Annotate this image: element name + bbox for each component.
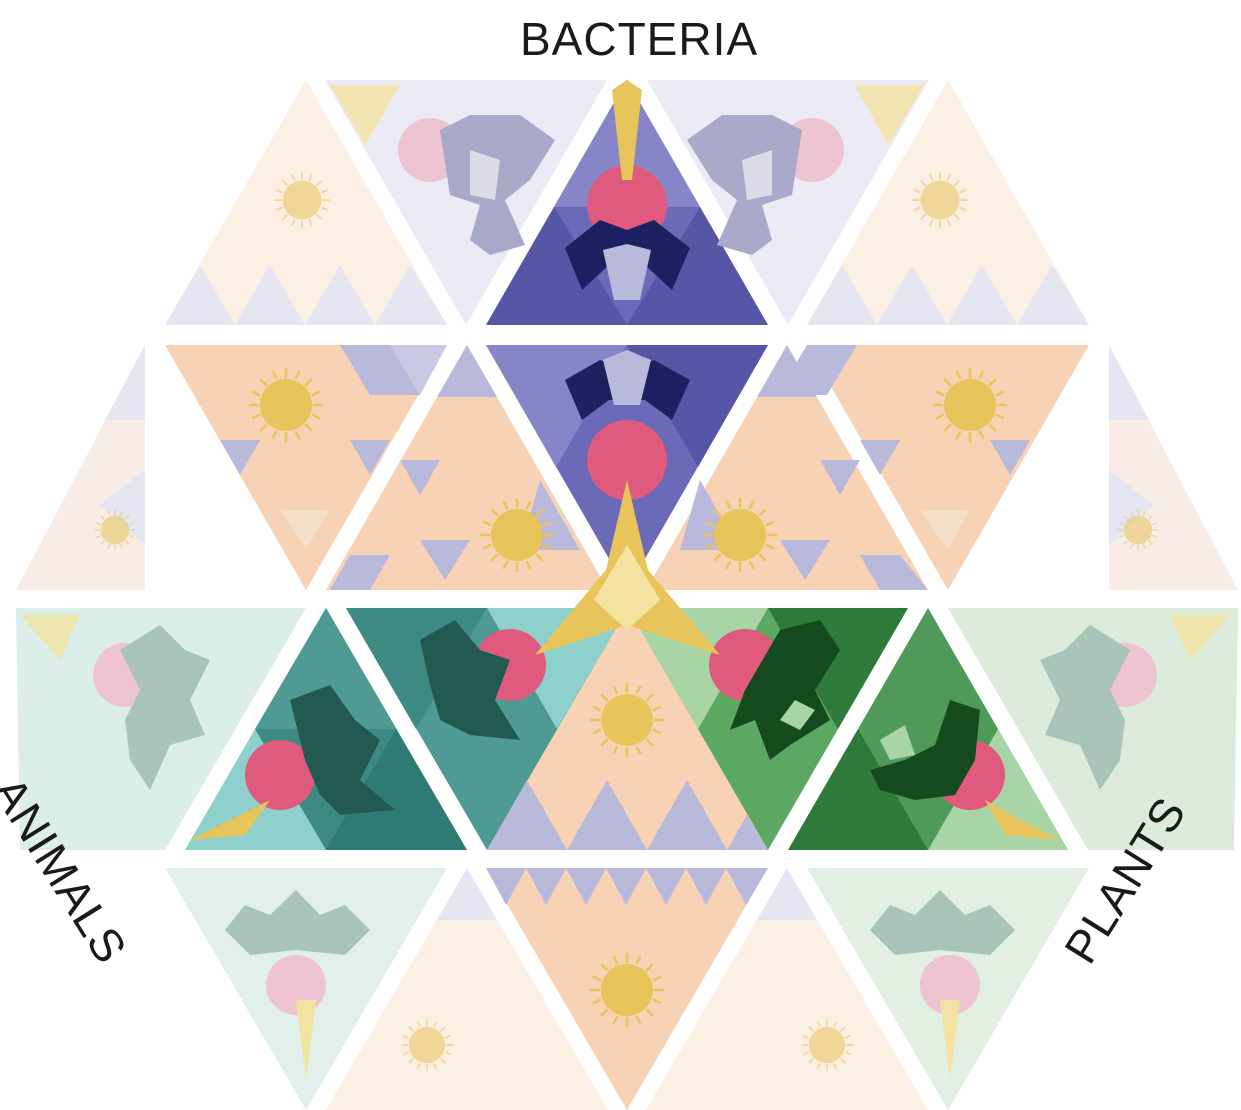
tile-r2-6 (1109, 345, 1238, 590)
label-bacteria: BACTERIA (520, 16, 758, 62)
sun-icon (802, 1020, 852, 1070)
sun-icon (402, 1020, 452, 1070)
sun-icon (591, 684, 663, 756)
tile-r2-0 (16, 345, 145, 590)
sun-icon (704, 499, 776, 571)
row-4 (165, 868, 1089, 1110)
sun-icon (1118, 510, 1158, 550)
sun-icon (481, 499, 553, 571)
sun-icon (934, 369, 1006, 441)
sun-icon (275, 173, 329, 227)
sun-icon (913, 173, 967, 227)
sun-icon (250, 369, 322, 441)
row-3 (16, 608, 1238, 850)
sun-icon (95, 510, 135, 550)
sun-icon (591, 954, 663, 1026)
row-1 (165, 80, 1089, 325)
